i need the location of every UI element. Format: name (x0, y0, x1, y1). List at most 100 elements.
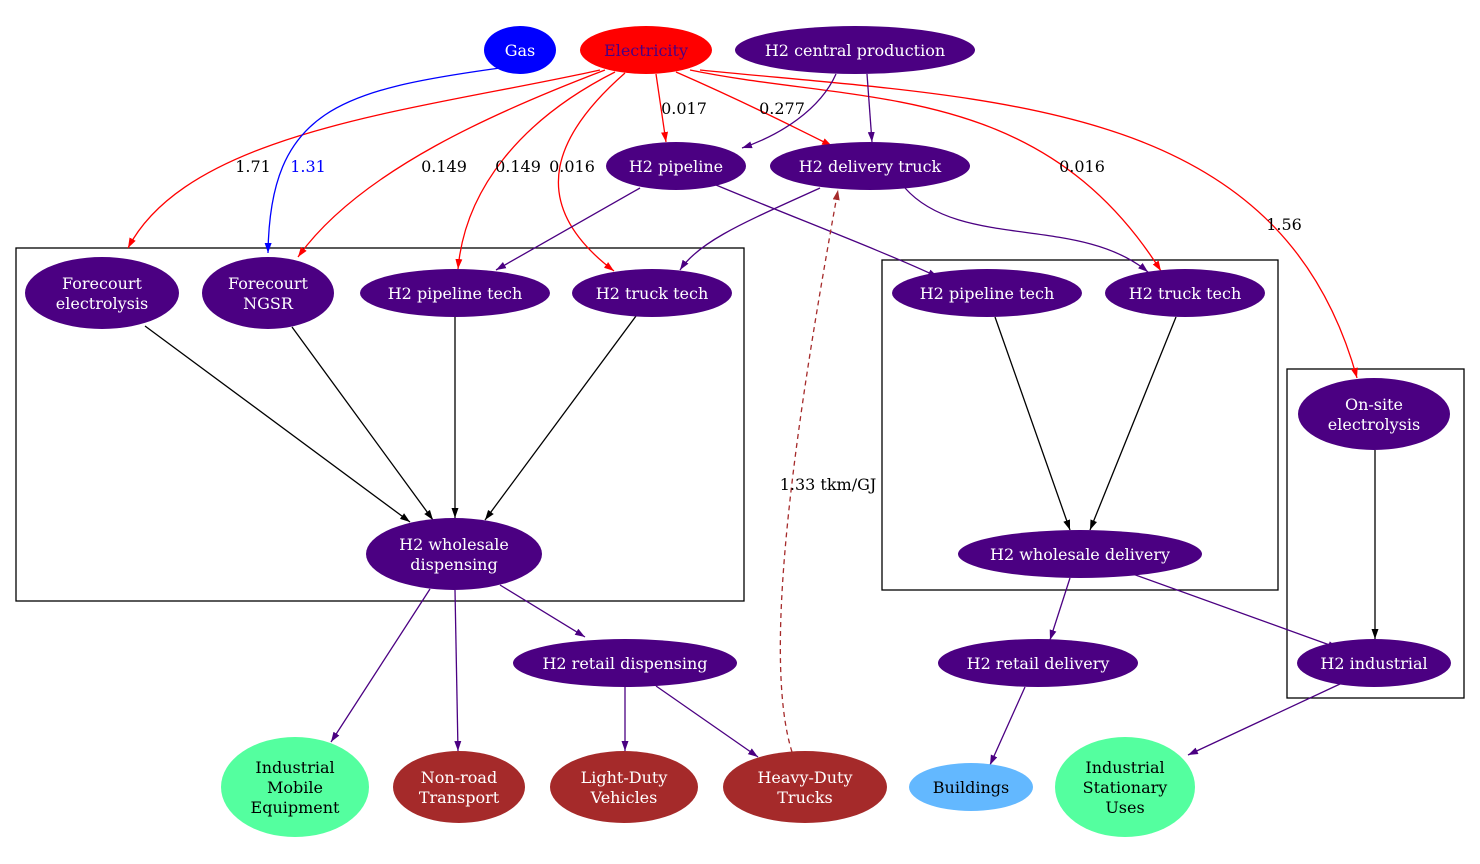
node-h2-wholesale-delivery: H2 wholesale delivery (958, 530, 1202, 578)
node-electricity: Electricity (580, 26, 712, 74)
node-label-h2-central-production: H2 central production (765, 41, 945, 60)
node-h2-pipeline-tech-2: H2 pipeline tech (892, 269, 1082, 317)
node-label-industrial-mobile-equipment: Mobile (267, 778, 323, 797)
edge-electricity-to-h2-truck-tech-1 (557, 72, 626, 272)
node-shape-h2-pipeline (606, 142, 746, 190)
edge-electricity-to-h2-delivery-truck (675, 71, 833, 147)
node-shape-industrial-stationary-uses (1055, 737, 1195, 837)
node-label-h2-wholesale-dispensing: dispensing (410, 555, 497, 574)
wholesale-delivery-cluster (881, 259, 1279, 591)
node-h2-pipeline-tech-1: H2 pipeline tech (360, 269, 550, 317)
edge-h2-delivery-truck-to-h2-truck-tech-1 (679, 187, 821, 271)
node-label-non-road-transport: Transport (419, 788, 500, 807)
node-shape-h2-retail-dispensing (513, 639, 737, 687)
node-label-h2-truck-tech-1: H2 truck tech (596, 284, 709, 303)
edge-forecourt-ngsr-to-h2-wholesale-dispensing (291, 326, 434, 521)
edge-label-electricity-to-h2-delivery-truck: 0.277 (759, 99, 805, 118)
node-h2-pipeline: H2 pipeline (606, 142, 746, 190)
edge-electricity-to-h2-truck-tech-2 (689, 69, 1162, 272)
edge-h2-central-production-to-h2-delivery-truck (866, 73, 875, 143)
node-label-buildings: Buildings (933, 778, 1009, 797)
edge-label-electricity-to-on-site-electrolysis: 1.56 (1266, 215, 1302, 234)
node-label-h2-retail-dispensing: H2 retail dispensing (542, 654, 707, 673)
edge-gas-to-forecourt-ngsr (264, 67, 501, 254)
node-label-non-road-transport: Non-road (421, 768, 497, 787)
node-label-h2-wholesale-delivery: H2 wholesale delivery (990, 545, 1170, 564)
node-label-industrial-stationary-uses: Stationary (1083, 778, 1168, 797)
node-h2-truck-tech-1: H2 truck tech (572, 269, 732, 317)
node-label-industrial-mobile-equipment: Equipment (251, 798, 341, 817)
nodes-layer: Gas Electricity H2 central production H2 pi… (25, 26, 1451, 837)
node-shape-h2-truck-tech-2 (1105, 269, 1265, 317)
node-h2-delivery-truck: H2 delivery truck (770, 142, 970, 190)
edge-label-electricity-to-h2-truck-tech-1: 0.016 (549, 157, 595, 176)
edge-label-electricity-to-h2-pipeline: 0.017 (661, 99, 707, 118)
edge-label-gas-to-forecourt-ngsr: 1.31 (290, 157, 326, 176)
node-buildings: Buildings (909, 763, 1033, 811)
node-shape-h2-wholesale-delivery (958, 530, 1202, 578)
node-label-industrial-mobile-equipment: Industrial (255, 758, 334, 777)
edge-h2-truck-tech-1-to-h2-wholesale-dispensing (484, 315, 637, 521)
edge-h2-central-production-to-h2-pipeline (741, 73, 837, 149)
edge-electricity-to-h2-pipeline-tech-1 (455, 71, 616, 270)
node-gas: Gas (484, 26, 556, 74)
edge-label-electricity-to-h2-truck-tech-2: 0.016 (1059, 157, 1105, 176)
node-label-industrial-stationary-uses: Uses (1105, 798, 1144, 817)
node-h2-truck-tech-2: H2 truck tech (1105, 269, 1265, 317)
clusters-layer (15, 247, 1465, 699)
node-label-forecourt-electrolysis: electrolysis (56, 294, 148, 313)
edge-h2-retail-dispensing-to-heavy-duty-trucks (655, 685, 759, 758)
onsite-cluster (1286, 368, 1465, 699)
edge-heavy-duty-trucks-to-h2-delivery-truck (779, 189, 840, 753)
node-shape-electricity (580, 26, 712, 74)
node-label-h2-pipeline-tech-2: H2 pipeline tech (920, 284, 1055, 303)
edge-h2-pipeline-to-h2-pipeline-tech-2 (715, 184, 939, 278)
node-shape-gas (484, 26, 556, 74)
node-h2-retail-dispensing: H2 retail dispensing (513, 639, 737, 687)
edge-h2-industrial-to-industrial-stationary-uses (1187, 683, 1341, 756)
node-shape-non-road-transport (393, 751, 525, 823)
edge-label-electricity-to-forecourt-electrolysis: 1.71 (235, 157, 271, 176)
node-label-h2-truck-tech-2: H2 truck tech (1129, 284, 1242, 303)
node-label-gas: Gas (505, 41, 536, 60)
edge-h2-delivery-truck-to-h2-truck-tech-2 (904, 187, 1149, 273)
edge-h2-wholesale-delivery-to-h2-retail-delivery (1049, 577, 1071, 641)
edge-label-electricity-to-forecourt-ngsr: 0.149 (421, 157, 467, 176)
node-h2-industrial: H2 industrial (1297, 639, 1451, 687)
node-label-h2-wholesale-dispensing: H2 wholesale (399, 535, 509, 554)
node-label-h2-delivery-truck: H2 delivery truck (799, 157, 942, 176)
edge-forecourt-electrolysis-to-h2-wholesale-dispensing (144, 325, 411, 523)
node-label-on-site-electrolysis: On-site (1345, 395, 1403, 414)
node-shape-buildings (909, 763, 1033, 811)
node-label-h2-industrial: H2 industrial (1320, 654, 1427, 673)
node-label-industrial-stationary-uses: Industrial (1085, 758, 1164, 777)
edge-label-heavy-duty-trucks-to-h2-delivery-truck: 1.33 tkm/GJ (780, 475, 877, 494)
node-shape-h2-wholesale-dispensing (366, 518, 542, 590)
node-label-electricity: Electricity (604, 41, 688, 60)
node-shape-h2-central-production (735, 26, 975, 74)
node-h2-central-production: H2 central production (735, 26, 975, 74)
edge-electricity-to-forecourt-electrolysis (127, 69, 601, 249)
node-label-h2-retail-delivery: H2 retail delivery (967, 654, 1110, 673)
edge-h2-pipeline-tech-2-to-h2-wholesale-delivery (994, 316, 1071, 531)
node-label-on-site-electrolysis: electrolysis (1328, 415, 1420, 434)
node-shape-industrial-mobile-equipment (221, 737, 369, 837)
node-shape-h2-pipeline-tech-1 (360, 269, 550, 317)
edge-h2-truck-tech-2-to-h2-wholesale-delivery (1089, 316, 1177, 531)
node-label-heavy-duty-trucks: Trucks (777, 788, 833, 807)
edge-h2-pipeline-to-h2-pipeline-tech-1 (495, 187, 641, 271)
node-label-forecourt-ngsr: Forecourt (228, 274, 309, 293)
edge-h2-retail-delivery-to-buildings (989, 686, 1026, 766)
edge-electricity-to-forecourt-ngsr (297, 69, 606, 258)
